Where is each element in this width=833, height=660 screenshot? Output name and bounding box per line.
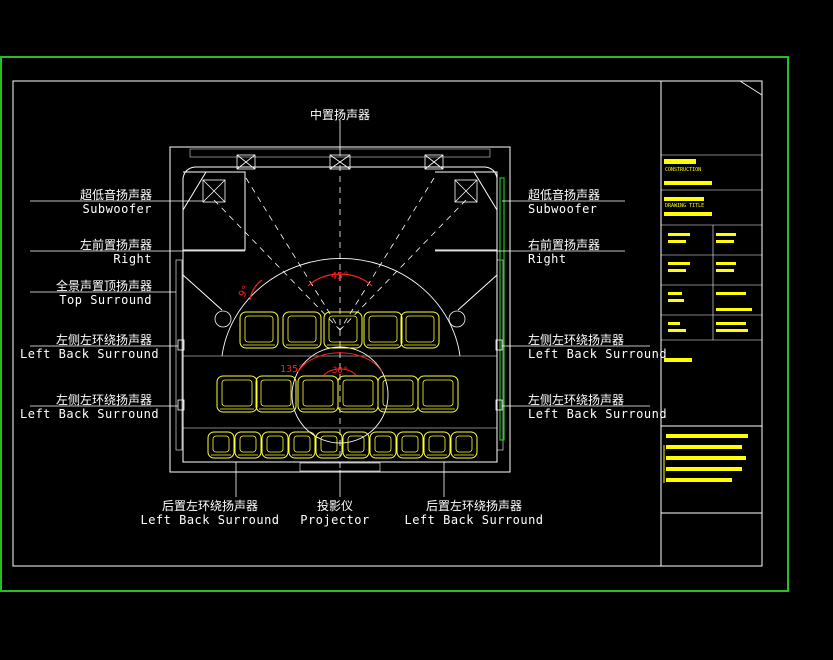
sight-lines (213, 165, 467, 470)
seat (323, 311, 363, 349)
seat (337, 375, 379, 413)
seat (369, 431, 397, 459)
seating (207, 311, 478, 459)
seat (207, 431, 235, 459)
seat (239, 311, 279, 349)
title-block-drawing-title: DRAWING TITLE (665, 203, 704, 209)
seat (282, 311, 322, 349)
subwoofer-left-box (202, 179, 226, 203)
seat (288, 431, 316, 459)
seat (396, 431, 424, 459)
seat (216, 375, 258, 413)
seat (234, 431, 262, 459)
seat (261, 431, 289, 459)
front-left-box (236, 154, 256, 170)
seat (255, 375, 297, 413)
front-right-box (424, 154, 444, 170)
speakers (177, 154, 503, 411)
room-walls (169, 146, 511, 473)
angle-label-9: 9° (237, 284, 253, 300)
angle-label-30: 30° (332, 366, 348, 376)
subwoofer-right-box (454, 179, 478, 203)
listening-arcs (221, 257, 461, 444)
angle-label-135: 135° (280, 364, 304, 375)
seat (417, 375, 459, 413)
outer-green-border (0, 56, 789, 592)
seat (423, 431, 451, 459)
seat (450, 431, 478, 459)
center-speaker-label: 中置扬声器 (309, 108, 370, 122)
top-left-speaker (214, 310, 232, 328)
seat (315, 431, 343, 459)
seat (297, 375, 339, 413)
top-right-speaker (448, 310, 466, 328)
title-block-header: CONSTRUCTION (665, 167, 701, 173)
seat (363, 311, 403, 349)
title-block: CONSTRUCTION DRAWING TITLE (660, 80, 763, 566)
seat (377, 375, 419, 413)
seat (400, 311, 440, 349)
inner-white-border (12, 80, 763, 567)
seat (342, 431, 370, 459)
angle-label-45: 45° (331, 271, 349, 282)
